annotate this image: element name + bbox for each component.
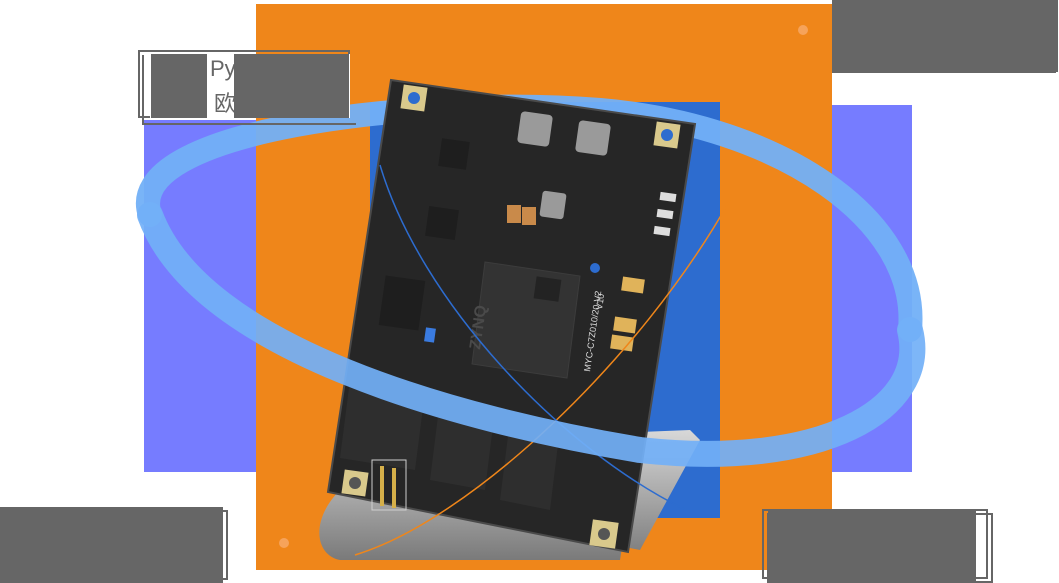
decorative-dot: [279, 538, 289, 548]
top-right-label: [832, 0, 1056, 73]
top-left-label-line2: 欧: [214, 91, 237, 116]
chip-brand-mark: ZYNQ: [467, 304, 490, 350]
decorative-dot: [798, 25, 808, 35]
board-rev-silkscreen: V10: [594, 293, 606, 310]
bottom-right-label: [768, 509, 976, 583]
top-left-label-redaction-a: [151, 54, 207, 118]
top-left-label-line1: Py: [210, 56, 236, 81]
bottom-left-label: [0, 507, 223, 583]
label-frame-inner: [142, 55, 356, 125]
top-left-label-redaction-b: [234, 54, 349, 118]
